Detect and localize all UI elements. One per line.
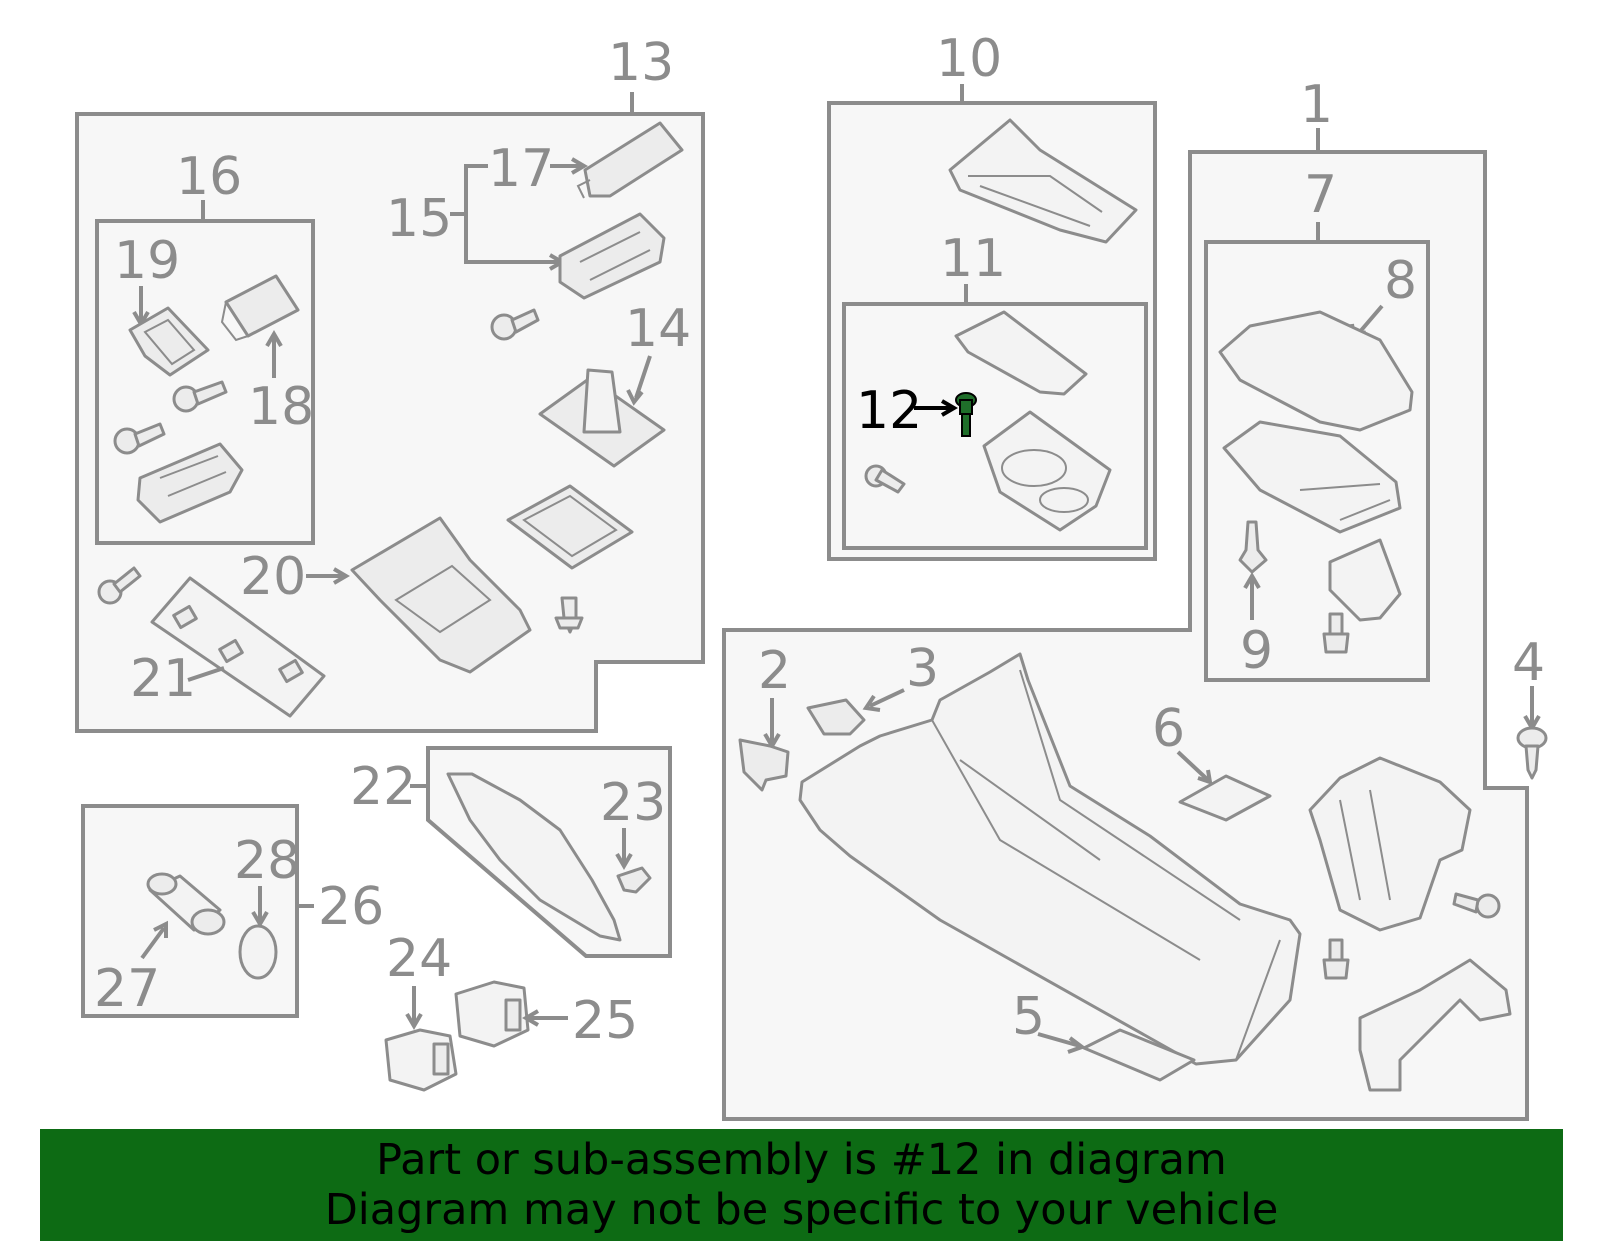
callout-25: 25 — [572, 991, 638, 1051]
part-9-pin — [1238, 520, 1268, 574]
screw-icon — [1322, 612, 1350, 654]
assembly-26-group: 26 27 28 — [81, 804, 384, 1019]
callout-7: 7 — [1304, 165, 1337, 225]
part-12-screw-highlighted — [955, 392, 977, 437]
callout-6: 6 — [1152, 699, 1185, 759]
part-2-clip — [738, 738, 790, 792]
screw-icon — [554, 596, 584, 634]
part-15-tray — [558, 212, 666, 300]
callout-8: 8 — [1384, 251, 1417, 311]
callout-13: 13 — [608, 33, 674, 93]
callout-24: 24 — [386, 929, 452, 989]
screw-icon — [113, 422, 166, 455]
switches-group: 24 25 — [384, 929, 638, 1092]
part-10-trim-panel — [948, 118, 1138, 244]
callout-20: 20 — [240, 547, 306, 607]
screw-icon — [1516, 726, 1548, 780]
callout-17: 17 — [488, 139, 554, 199]
part-armrest-base — [1222, 420, 1402, 534]
callout-21: 21 — [130, 649, 196, 709]
part-tray-insert — [506, 484, 634, 570]
callout-10: 10 — [936, 29, 1002, 89]
callout-16: 16 — [176, 147, 242, 207]
callout-22: 22 — [350, 757, 416, 817]
screw-icon — [172, 380, 228, 413]
part-11-lid — [954, 310, 1088, 396]
part-1-console-body — [798, 652, 1302, 1066]
part-20-console-panel — [350, 516, 532, 674]
screw-icon — [1452, 892, 1501, 919]
callout-23: 23 — [600, 773, 666, 833]
part-17-lid — [583, 121, 684, 198]
callout-1: 1 — [1300, 75, 1333, 135]
screw-icon — [1322, 938, 1350, 980]
callout-28: 28 — [234, 831, 300, 891]
part-3-clip — [806, 698, 866, 736]
banner-line-1: Part or sub-assembly is #12 in diagram — [376, 1135, 1227, 1185]
part-bracket — [1358, 958, 1512, 1092]
banner-line-2: Diagram may not be specific to your vehi… — [324, 1185, 1279, 1235]
callout-26: 26 — [318, 877, 384, 937]
callout-19: 19 — [114, 231, 180, 291]
screw-icon — [864, 464, 906, 494]
screw-icon — [97, 566, 142, 605]
callout-15: 15 — [386, 189, 452, 249]
callout-12: 12 — [856, 381, 922, 441]
assembly-1-group: 1 7 8 9 2 3 4 — [722, 75, 1548, 1121]
assembly-13-group: 13 16 19 18 17 — [75, 33, 705, 733]
part-8-armrest-lid — [1218, 310, 1414, 432]
assembly-22-group: 22 23 — [350, 746, 672, 958]
part-6-pad — [1178, 774, 1272, 822]
callout-2: 2 — [758, 641, 791, 701]
part-5-tray — [1082, 1028, 1196, 1082]
part-23-clip — [616, 866, 652, 894]
callout-9: 9 — [1240, 621, 1273, 681]
part-19-bezel — [128, 306, 210, 377]
part-28-cap — [238, 924, 278, 980]
part-22-side-panel — [446, 772, 622, 942]
callout-3: 3 — [906, 639, 939, 699]
part-hdmi-housing — [136, 442, 244, 524]
callout-4: 4 — [1512, 633, 1545, 693]
callout-18: 18 — [248, 377, 314, 437]
part-11-cupholder — [982, 410, 1112, 532]
info-banner: Part or sub-assembly is #12 in diagram D… — [40, 1129, 1563, 1241]
callout-27: 27 — [94, 959, 160, 1019]
callout-11: 11 — [940, 229, 1006, 289]
part-27-socket — [146, 872, 226, 936]
assembly-10-group: 10 11 12 — [827, 29, 1157, 561]
screw-icon — [490, 308, 540, 341]
part-connector — [1328, 538, 1402, 622]
callout-5: 5 — [1012, 987, 1045, 1047]
part-18-switch — [224, 274, 300, 338]
part-rear-bin — [1308, 756, 1472, 932]
callout-14: 14 — [625, 299, 691, 359]
